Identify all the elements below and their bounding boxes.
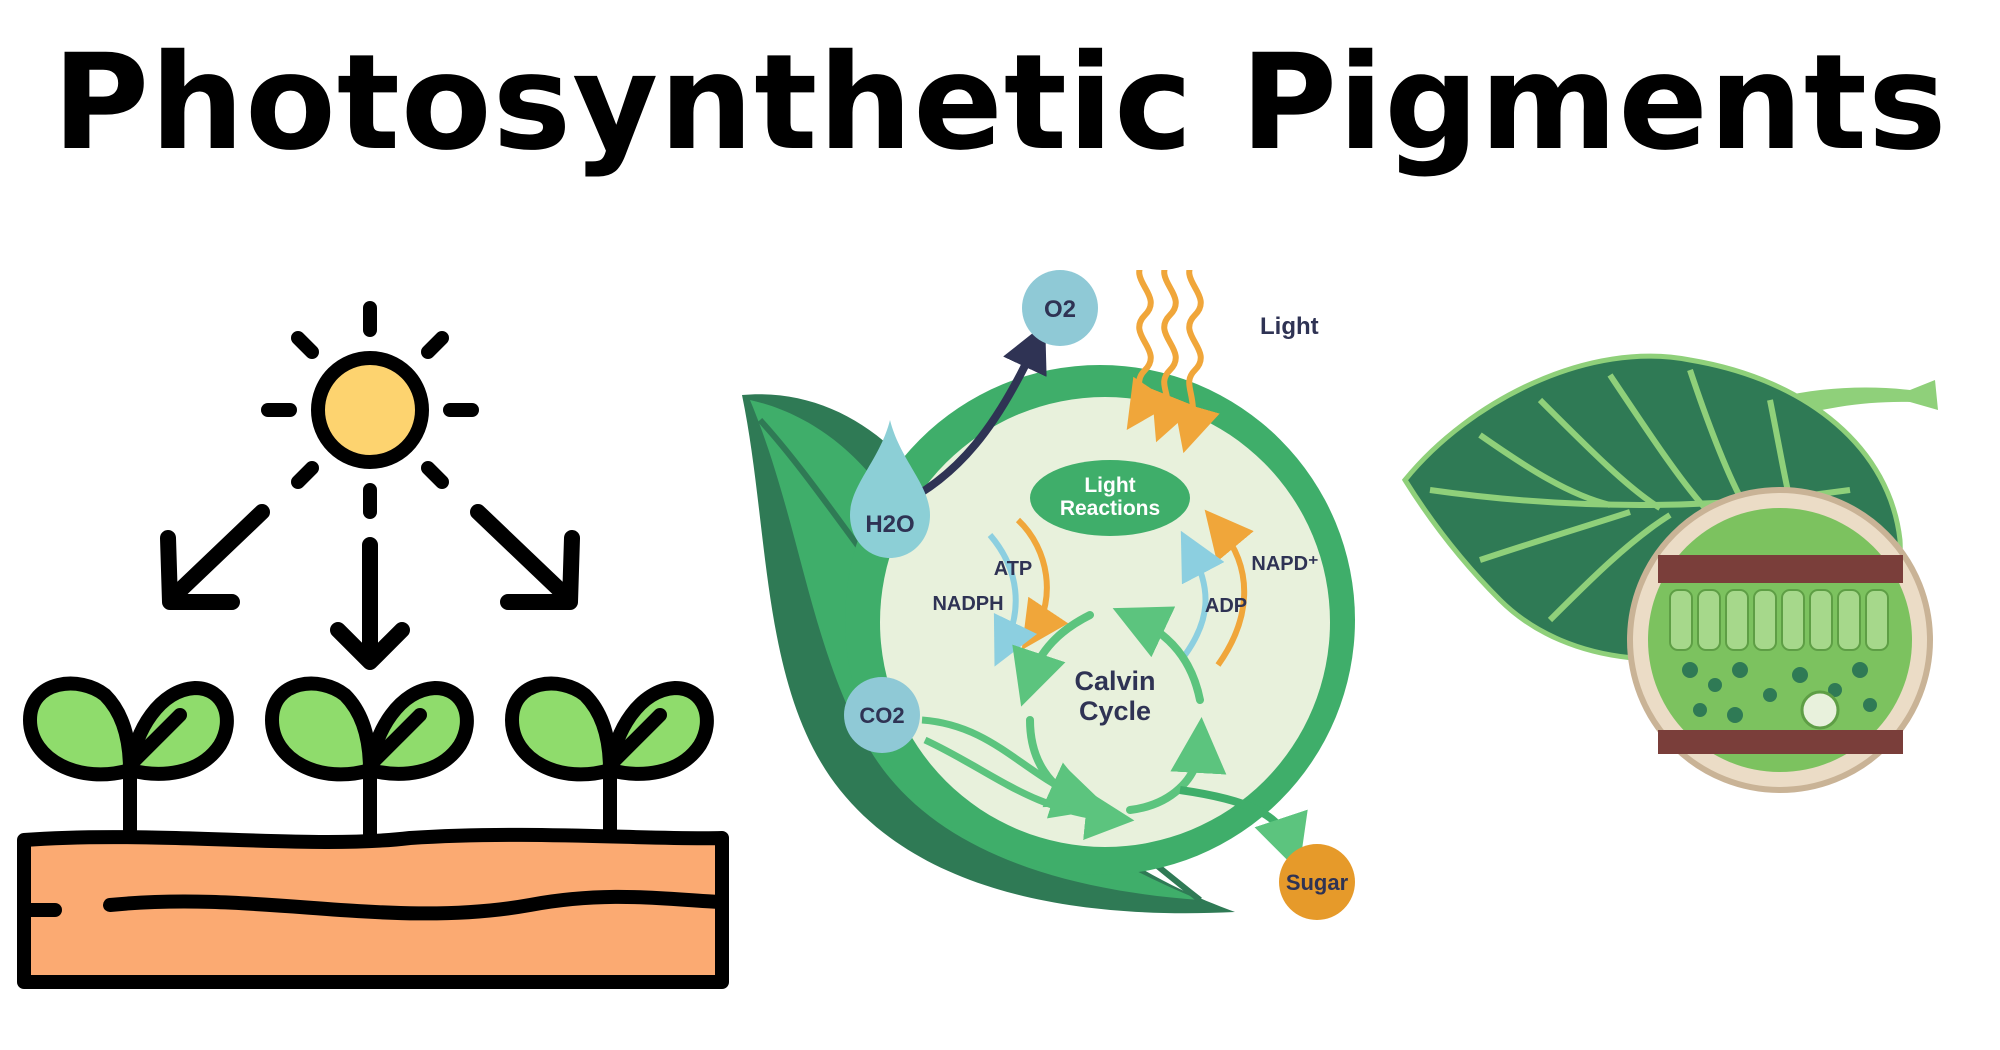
co2-label: CO2 — [859, 703, 904, 728]
adp-arrow — [1180, 530, 1225, 657]
sun-icon — [261, 301, 479, 519]
nadph-label: NADPH — [932, 593, 1003, 615]
sun-plants-illustration — [10, 290, 730, 1010]
napd-label: NAPD⁺ — [1251, 553, 1318, 575]
calvin-cycle-label-line2: Cycle — [1079, 696, 1151, 726]
sprout-icon — [23, 676, 234, 837]
leaf-cross-section-illustration — [1390, 340, 1970, 820]
calvin-cycle-label-line1: Calvin — [1074, 666, 1155, 696]
atp-arrow — [1015, 517, 1069, 650]
stoma — [1800, 690, 1840, 730]
palisade-cells — [1669, 589, 1889, 651]
light-reactions-node — [1030, 460, 1190, 536]
co2-arrow — [921, 716, 1098, 808]
epidermis-top — [1658, 555, 1903, 583]
o2-label: O2 — [1044, 296, 1076, 323]
o2-bubble — [1022, 270, 1098, 346]
co2-bubble — [844, 677, 920, 753]
sugar-label: Sugar — [1286, 870, 1349, 895]
sugar-bubble — [1279, 844, 1355, 920]
sprout-icon — [505, 676, 714, 837]
chloroplasts — [1682, 662, 1877, 723]
light-reactions-label-line2: Reactions — [1060, 497, 1160, 520]
h2o-label: H2O — [865, 511, 914, 538]
page-title: Photosynthetic Pigments — [52, 26, 1948, 180]
adp-label: ADP — [1205, 595, 1247, 617]
co2-arrow-2 — [923, 736, 1135, 840]
h2o-drop — [850, 420, 930, 558]
napd-arrow — [1204, 509, 1254, 667]
soil — [17, 827, 729, 989]
sprout-icon — [265, 676, 474, 842]
sunlight-arrows — [160, 504, 580, 670]
nadph-arrow — [987, 533, 1038, 667]
epidermis-bottom — [1658, 730, 1903, 754]
photosynthesis-cycle-diagram: Light O2 H2O Light Reactions ATP NADPH N… — [730, 257, 1360, 930]
light-rays — [1126, 257, 1220, 454]
light-reactions-label-line1: Light — [1084, 474, 1135, 497]
atp-label: ATP — [994, 558, 1033, 580]
light-label: Light — [1260, 313, 1319, 340]
sugar-arrow — [1179, 786, 1308, 872]
